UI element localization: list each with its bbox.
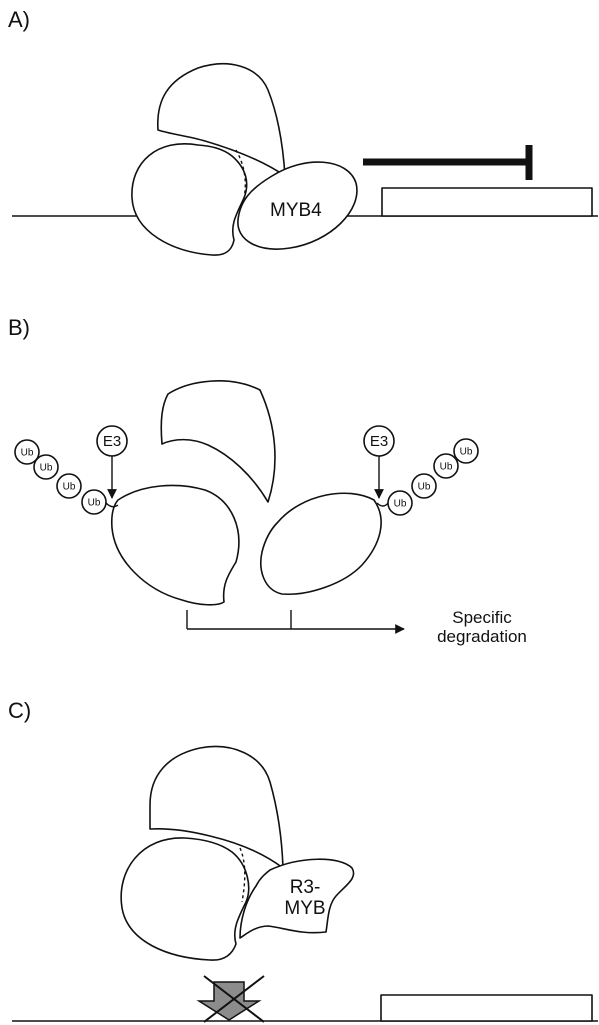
- ub-left-2: [33, 454, 59, 480]
- wd40-factor-shape-c: [120, 837, 250, 961]
- ub-right-2-label: Ub: [440, 462, 453, 473]
- bhlh-factor-shape: [157, 63, 286, 177]
- bhlh-factor-shape-c: [149, 745, 284, 869]
- wd40-factor-shape: [131, 143, 248, 256]
- myb-factor-shape-b: [260, 492, 382, 595]
- degradation-label-line2: degradation: [437, 627, 527, 646]
- ub-right-2: [433, 453, 459, 479]
- ub-left-3-label: Ub: [63, 482, 76, 493]
- ub-left-4: [81, 489, 107, 515]
- wd40-factor-shape-b: [110, 484, 240, 606]
- panel-b: B) E3 Ub Ub Ub Ub E3 Ub Ub Ub Ub Sp: [8, 315, 527, 646]
- panel-a-label: A): [8, 7, 30, 32]
- cross-stroke-2: [203, 975, 265, 1023]
- ub-right-1-label: Ub: [460, 447, 473, 458]
- myb4-shape: [237, 161, 358, 250]
- ub-left-4-label: Ub: [88, 498, 101, 509]
- target-gene-box-c: [380, 994, 593, 1022]
- panel-a: A) MYB4: [8, 7, 598, 256]
- panel-c-label: C): [8, 698, 31, 723]
- ub-link-left: [105, 502, 119, 508]
- ub-right-3: [411, 473, 437, 499]
- ub-left-1: [14, 439, 40, 465]
- ub-right-1: [453, 438, 479, 464]
- r3-myb-label-line2: MYB: [284, 898, 325, 919]
- interaction-dots-a: [235, 149, 246, 199]
- ub-right-3-label: Ub: [418, 482, 431, 493]
- target-gene-box-a: [381, 187, 593, 217]
- r3-myb-shape: [239, 858, 355, 939]
- panel-c: C) R3- MYB: [8, 698, 598, 1023]
- ub-link-right: [376, 502, 389, 507]
- ub-right-4-label: Ub: [394, 499, 407, 510]
- ub-left-2-label: Ub: [40, 463, 53, 474]
- degradation-label-line1: Specific: [452, 608, 512, 627]
- e3-right-label: E3: [370, 433, 388, 450]
- panel-b-label: B): [8, 315, 30, 340]
- ub-left-3: [56, 473, 82, 499]
- ub-left-1-label: Ub: [21, 448, 34, 459]
- e3-left-label: E3: [103, 433, 121, 450]
- bhlh-factor-shape-b: [160, 380, 276, 503]
- r3-myb-label-line1: R3-: [290, 877, 321, 898]
- interaction-dots-c: [239, 847, 246, 903]
- myb4-label: MYB4: [270, 200, 322, 221]
